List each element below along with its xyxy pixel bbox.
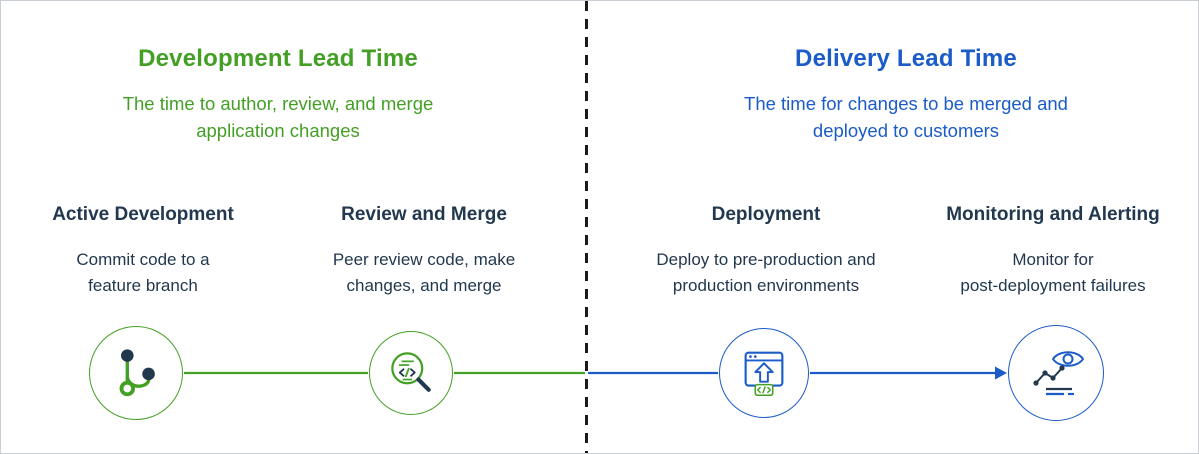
development-section-subtitle: The time to author, review, and merge ap… xyxy=(122,93,434,141)
development-section-title: Development Lead Time xyxy=(138,45,418,72)
deployment-icon-circle xyxy=(719,328,809,418)
monitoring-and-alerting-icon-circle xyxy=(1008,325,1104,421)
arrowhead-icon xyxy=(995,366,1007,380)
review-and-merge-icon-circle xyxy=(369,331,453,415)
stage-description-deployment: Deploy to pre-production and production … xyxy=(656,250,876,296)
git-branch-icon xyxy=(119,349,155,397)
stage-title-review-and-merge: Review and Merge xyxy=(341,204,507,225)
delivery-section-subtitle: The time for changes to be merged and de… xyxy=(744,93,1068,141)
code-review-magnifier-icon xyxy=(391,352,431,392)
stage-title-deployment: Deployment xyxy=(711,204,821,225)
stage-description-active-development: Commit code to a feature branch xyxy=(76,250,210,296)
active-development-icon-circle xyxy=(89,326,183,420)
stage-title-active-development: Active Development xyxy=(52,204,234,225)
stage-description-monitoring-and-alerting: Monitor for post-deployment failures xyxy=(960,250,1146,296)
stage-description-review-and-merge: Peer review code, make changes, and merg… xyxy=(332,250,516,296)
deploy-browser-upload-icon xyxy=(744,351,784,397)
monitoring-eye-icon xyxy=(1033,351,1084,396)
stage-title-monitoring-and-alerting: Monitoring and Alerting xyxy=(946,204,1160,225)
delivery-section-title: Delivery Lead Time xyxy=(795,45,1017,72)
